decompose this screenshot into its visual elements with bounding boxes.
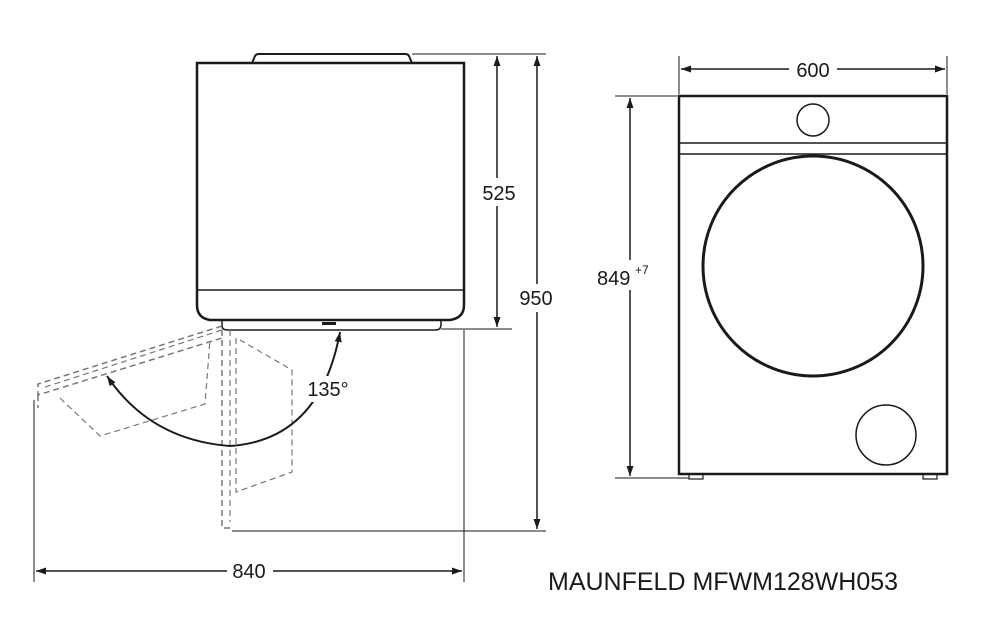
front-view: 600 849 +7 — [594, 56, 949, 480]
total-depth-label: 840 — [232, 561, 265, 583]
door-hinge — [322, 322, 336, 325]
width-label: 600 — [796, 60, 829, 82]
door-angle-label: 135° — [307, 379, 348, 401]
top-lid — [251, 53, 413, 64]
model-name: MAUNFELD MFWM128WH053 — [548, 568, 898, 596]
program-knob — [796, 103, 830, 137]
front-foot-left — [688, 473, 704, 480]
side-view: 525 950 840 135° — [33, 53, 558, 584]
filter-hatch — [855, 404, 917, 466]
front-height-tolerance: +7 — [635, 263, 649, 277]
depth-without-door-label: 525 — [482, 183, 515, 205]
side-cabinet — [195, 61, 466, 322]
front-door — [701, 154, 925, 378]
height-label: 950 — [519, 288, 552, 310]
door-base — [221, 320, 442, 331]
open-door-outline — [37, 325, 223, 437]
front-cabinet — [677, 94, 949, 476]
closed-door-outline — [221, 330, 293, 529]
front-height-label: 849 — [597, 268, 630, 290]
front-foot-right — [922, 473, 938, 480]
